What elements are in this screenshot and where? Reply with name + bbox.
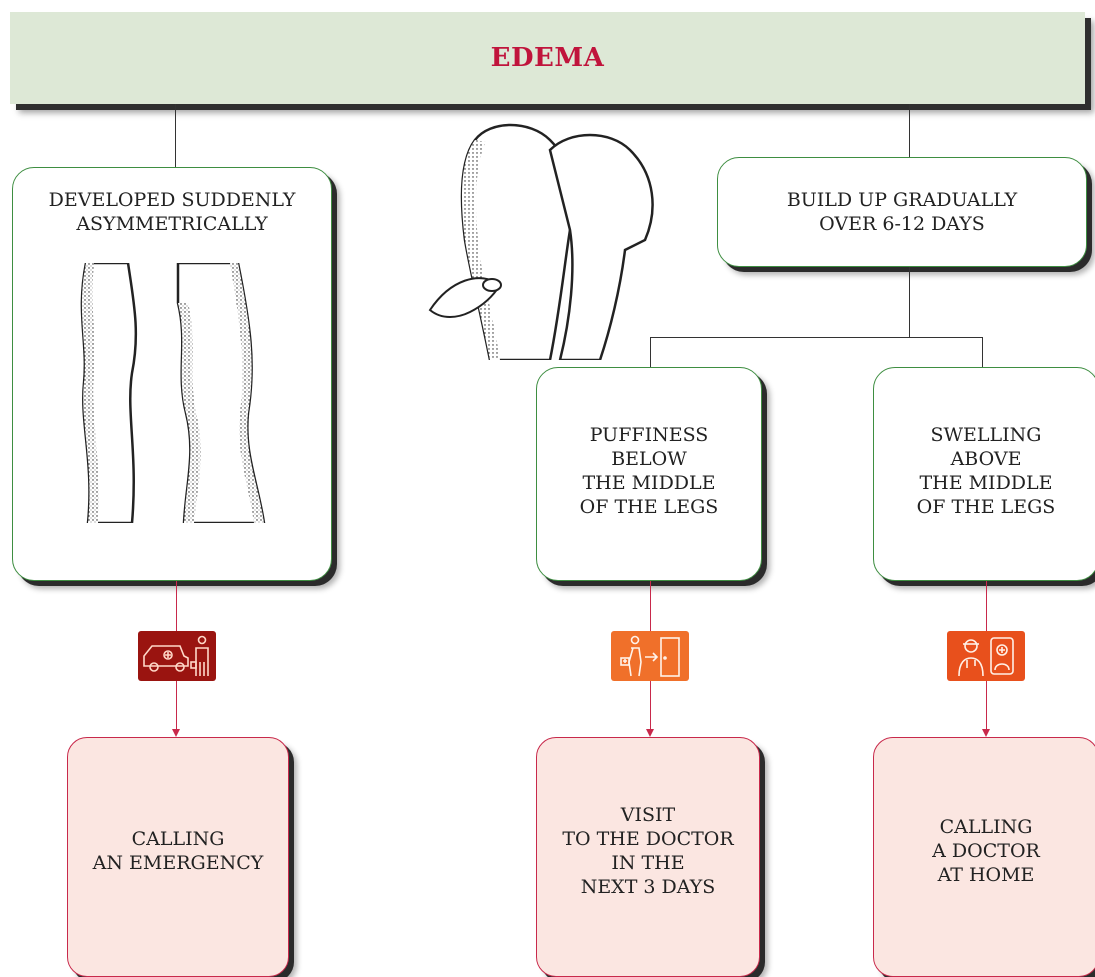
emergency-action-line1: CALLING	[131, 828, 225, 850]
connector-to-puffiness	[650, 337, 651, 367]
knee-swelling-illustration	[428, 123, 654, 360]
home-action-line2: A DOCTOR	[932, 840, 1040, 862]
swelling-line1: SWELLING	[930, 424, 1042, 446]
connector-gradual-horizontal	[650, 337, 983, 338]
gradual-onset-box: BUILD UP GRADUALLY OVER 6-12 DAYS	[717, 157, 1087, 267]
arrowhead-emergency	[172, 729, 180, 737]
connector-title-left	[175, 104, 176, 167]
puffiness-line4: OF THE LEGS	[579, 496, 719, 518]
visit-action-line1: VISIT	[620, 804, 676, 826]
puffiness-line1: PUFFINESS	[589, 424, 709, 446]
arrow-line-visit-bottom	[650, 681, 651, 730]
arrow-line-home-bottom	[986, 681, 987, 730]
arrow-line-emergency-bottom	[176, 681, 177, 730]
swelling-line3: THE MIDDLE	[919, 472, 1053, 494]
connector-title-right	[909, 104, 910, 157]
sudden-onset-label-line1: DEVELOPED SUDDENLY	[48, 189, 296, 211]
emergency-action-box: CALLING AN EMERGENCY	[67, 737, 289, 977]
visit-action-line4: NEXT 3 DAYS	[580, 876, 716, 898]
connector-gradual-down	[909, 267, 910, 337]
arrow-line-home-top	[986, 581, 987, 631]
visit-action-line3: IN THE	[611, 852, 685, 874]
puffiness-below-box: PUFFINESS BELOW THE MIDDLE OF THE LEGS	[536, 367, 762, 581]
swelling-line2: ABOVE	[950, 448, 1022, 470]
puffiness-line2: BELOW	[611, 448, 687, 470]
gradual-onset-label-line2: OVER 6-12 DAYS	[819, 213, 985, 235]
swelling-above-box: SWELLING ABOVE THE MIDDLE OF THE LEGS	[873, 367, 1095, 581]
ambulance-doctor-icon	[138, 631, 216, 681]
doctor-visit-door-icon	[611, 631, 689, 681]
sudden-onset-label-line2: ASYMMETRICALLY	[76, 213, 268, 235]
swelling-line4: OF THE LEGS	[916, 496, 1056, 518]
arrow-line-emergency-top	[176, 581, 177, 631]
sudden-onset-box: DEVELOPED SUDDENLY ASYMMETRICALLY	[12, 167, 332, 581]
connector-to-swelling	[982, 337, 983, 367]
visit-doctor-action-box: VISIT TO THE DOCTOR IN THE NEXT 3 DAYS	[536, 737, 760, 977]
emergency-action-line2: AN EMERGENCY	[92, 852, 264, 874]
arrowhead-home	[982, 729, 990, 737]
title-bar: EDEMA	[10, 12, 1085, 104]
diagram-title: EDEMA	[490, 43, 605, 73]
asymmetric-legs-illustration	[80, 263, 266, 523]
arrowhead-visit	[646, 729, 654, 737]
visit-action-line2: TO THE DOCTOR	[562, 828, 734, 850]
home-action-line1: CALLING	[939, 816, 1033, 838]
home-action-line3: AT HOME	[937, 864, 1035, 886]
puffiness-line3: THE MIDDLE	[582, 472, 716, 494]
home-doctor-action-box: CALLING A DOCTOR AT HOME	[873, 737, 1095, 977]
doctor-home-call-icon	[947, 631, 1025, 681]
arrow-line-visit-top	[650, 581, 651, 631]
gradual-onset-label-line1: BUILD UP GRADUALLY	[786, 189, 1018, 211]
